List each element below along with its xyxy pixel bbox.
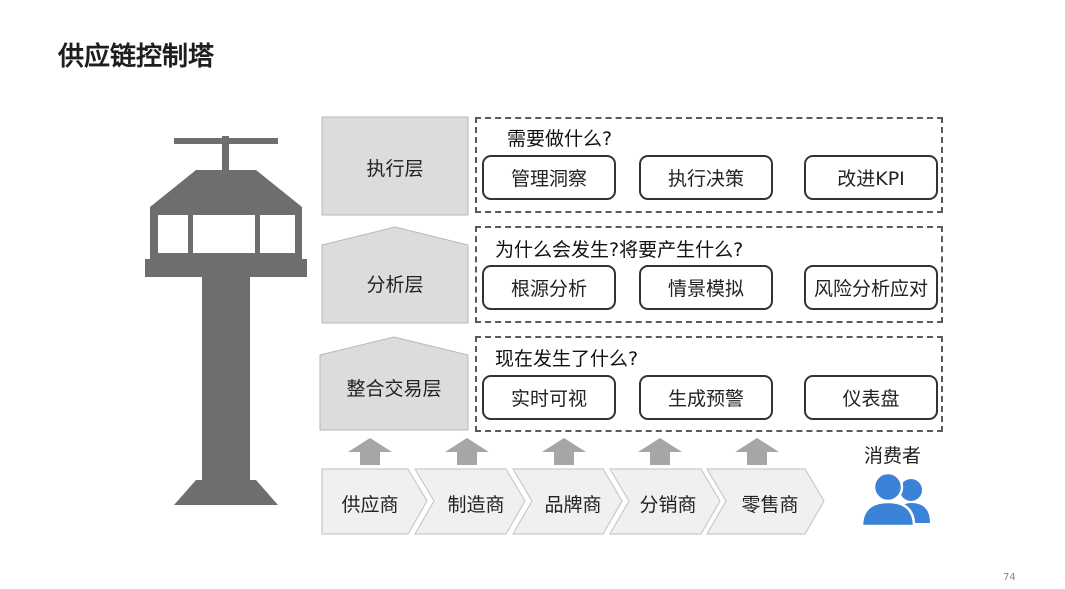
analysis-question: 为什么会发生?将要产生什么? bbox=[495, 239, 744, 261]
pill-root-cause: 根源分析 bbox=[482, 265, 616, 310]
chain-label-retailer: 零售商 bbox=[741, 494, 799, 516]
page-title: 供应链控制塔 bbox=[58, 42, 215, 72]
chevron-retailer bbox=[705, 468, 825, 535]
pill-improve-kpi: 改进KPI bbox=[804, 155, 938, 200]
layer-shape-execution bbox=[321, 116, 469, 216]
supply-chain-chevrons bbox=[321, 468, 825, 535]
chain-label-distributor: 分销商 bbox=[639, 494, 697, 516]
pill-real-time-visibility: 实时可视 bbox=[482, 375, 616, 420]
pill-execution-decision: 执行决策 bbox=[639, 155, 773, 200]
page-number: 74 bbox=[1003, 572, 1016, 583]
integration-box bbox=[475, 336, 943, 432]
consumer-icon bbox=[860, 471, 930, 528]
pill-management-insight: 管理洞察 bbox=[482, 155, 616, 200]
chevron-brand bbox=[511, 468, 623, 535]
pill-risk-analysis: 风险分析应对 bbox=[804, 265, 938, 310]
consumer-label: 消费者 bbox=[864, 445, 922, 467]
up-arrow-icon bbox=[445, 438, 489, 465]
pill-scenario-simulation: 情景模拟 bbox=[639, 265, 773, 310]
layer-shape-analysis bbox=[321, 226, 469, 324]
up-arrow-icon bbox=[542, 438, 586, 465]
up-arrow-icon bbox=[638, 438, 682, 465]
chevron-distributor bbox=[608, 468, 721, 535]
control-tower-icon bbox=[145, 136, 307, 505]
execution-question: 需要做什么? bbox=[507, 128, 613, 150]
layer-label-execution: 执行层 bbox=[366, 158, 424, 180]
analysis-box bbox=[475, 226, 943, 323]
pill-dashboard: 仪表盘 bbox=[804, 375, 938, 420]
chevron-supplier bbox=[321, 468, 428, 535]
layer-label-analysis: 分析层 bbox=[366, 274, 424, 296]
pill-generate-alert: 生成预警 bbox=[639, 375, 773, 420]
layer-shapes bbox=[319, 116, 469, 431]
chain-label-manufacturer: 制造商 bbox=[447, 494, 505, 516]
chain-label-supplier: 供应商 bbox=[341, 494, 399, 516]
chevron-manufacturer bbox=[413, 468, 526, 535]
up-arrows bbox=[348, 438, 779, 465]
execution-box bbox=[475, 117, 943, 213]
integration-question: 现在发生了什么? bbox=[495, 348, 639, 370]
chain-label-brand: 品牌商 bbox=[544, 494, 602, 516]
layer-shape-integration bbox=[319, 336, 469, 431]
up-arrow-icon bbox=[735, 438, 779, 465]
layer-label-integration: 整合交易层 bbox=[346, 378, 442, 400]
up-arrow-icon bbox=[348, 438, 392, 465]
